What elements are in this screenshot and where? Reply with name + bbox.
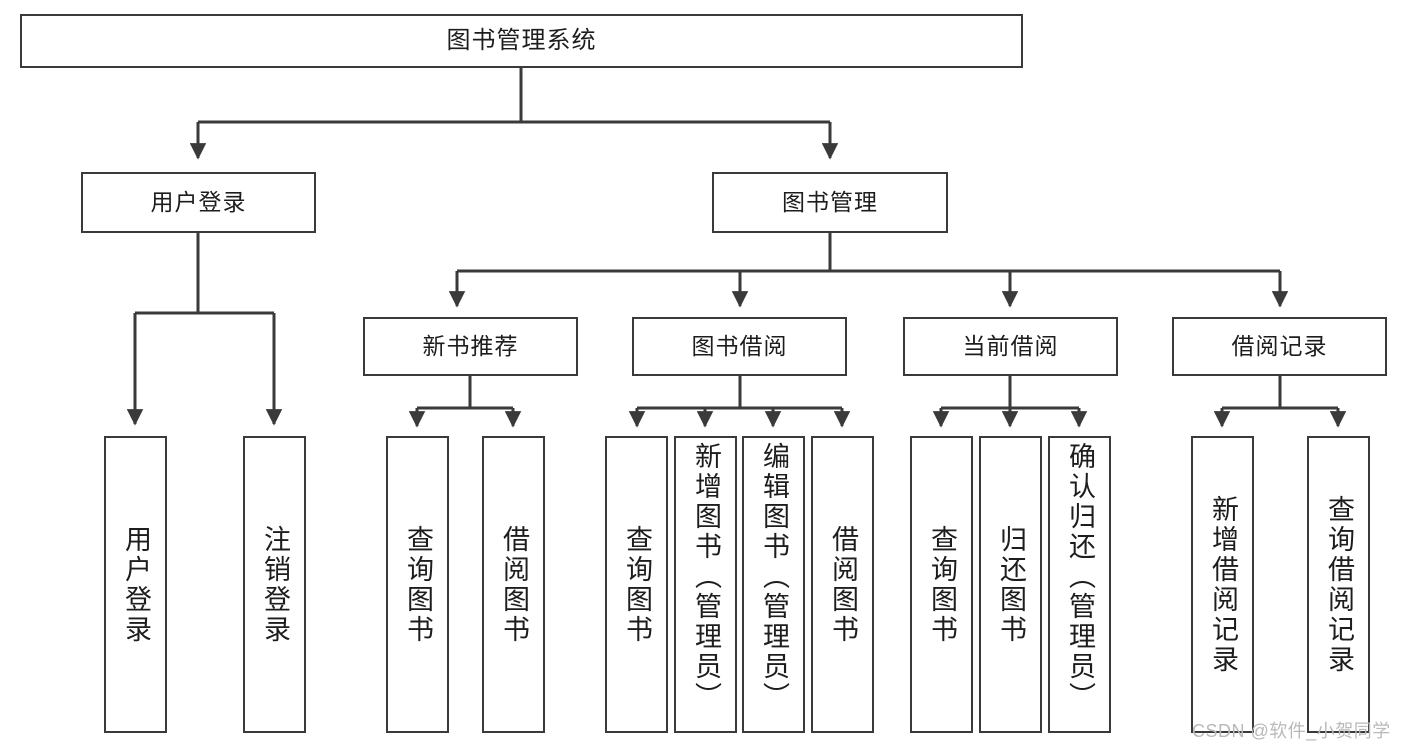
leaf-user-logout[interactable]: 注销登录 [243, 436, 306, 733]
node-label: 借阅图书 [499, 524, 529, 645]
node-label: 用户登录 [121, 524, 151, 645]
node-current-borrow[interactable]: 当前借阅 [903, 317, 1118, 376]
node-label: 查询图书 [927, 524, 957, 645]
node-book-borrow[interactable]: 图书借阅 [632, 317, 847, 376]
node-label: 新增图书（管理员） [691, 442, 721, 712]
node-label: 图书借阅 [691, 332, 788, 359]
leaf-confirm-return[interactable]: 确认归还（管理员） [1048, 436, 1111, 733]
leaf-query-book-1[interactable]: 查询图书 [386, 436, 449, 733]
node-root-book-management-system[interactable]: 图书管理系统 [20, 14, 1023, 68]
node-new-book-recommend[interactable]: 新书推荐 [363, 317, 578, 376]
leaf-borrow-book-2[interactable]: 借阅图书 [811, 436, 874, 733]
node-label: 查询图书 [403, 524, 433, 645]
node-label: 查询借阅记录 [1324, 494, 1354, 675]
node-label: 图书管理 [782, 188, 878, 215]
leaf-edit-book[interactable]: 编辑图书（管理员） [742, 436, 805, 733]
leaf-query-book-3[interactable]: 查询图书 [910, 436, 973, 733]
leaf-query-book-2[interactable]: 查询图书 [605, 436, 668, 733]
node-label: 借阅记录 [1231, 332, 1328, 359]
node-label: 用户登录 [150, 188, 247, 215]
leaf-return-book[interactable]: 归还图书 [979, 436, 1042, 733]
node-label: 借阅图书 [828, 524, 858, 645]
leaf-borrow-book-1[interactable]: 借阅图书 [482, 436, 545, 733]
leaf-user-login[interactable]: 用户登录 [104, 436, 167, 733]
node-borrow-record[interactable]: 借阅记录 [1172, 317, 1387, 376]
leaf-query-record[interactable]: 查询借阅记录 [1307, 436, 1370, 733]
node-label: 查询图书 [622, 524, 652, 645]
node-book-management[interactable]: 图书管理 [712, 172, 948, 233]
node-label: 归还图书 [996, 524, 1026, 645]
node-label: 新增借阅记录 [1208, 494, 1238, 675]
leaf-add-record[interactable]: 新增借阅记录 [1191, 436, 1254, 733]
node-label: 图书管理系统 [446, 26, 597, 54]
node-label: 注销登录 [260, 524, 290, 645]
node-label: 新书推荐 [422, 332, 519, 359]
node-label: 确认归还（管理员） [1065, 442, 1095, 712]
node-user-login[interactable]: 用户登录 [81, 172, 316, 233]
leaf-add-book[interactable]: 新增图书（管理员） [674, 436, 737, 733]
node-label: 当前借阅 [962, 332, 1059, 359]
csdn-watermark: CSDN @软件_小贺同学 [1192, 721, 1391, 741]
node-label: 编辑图书（管理员） [759, 442, 789, 712]
